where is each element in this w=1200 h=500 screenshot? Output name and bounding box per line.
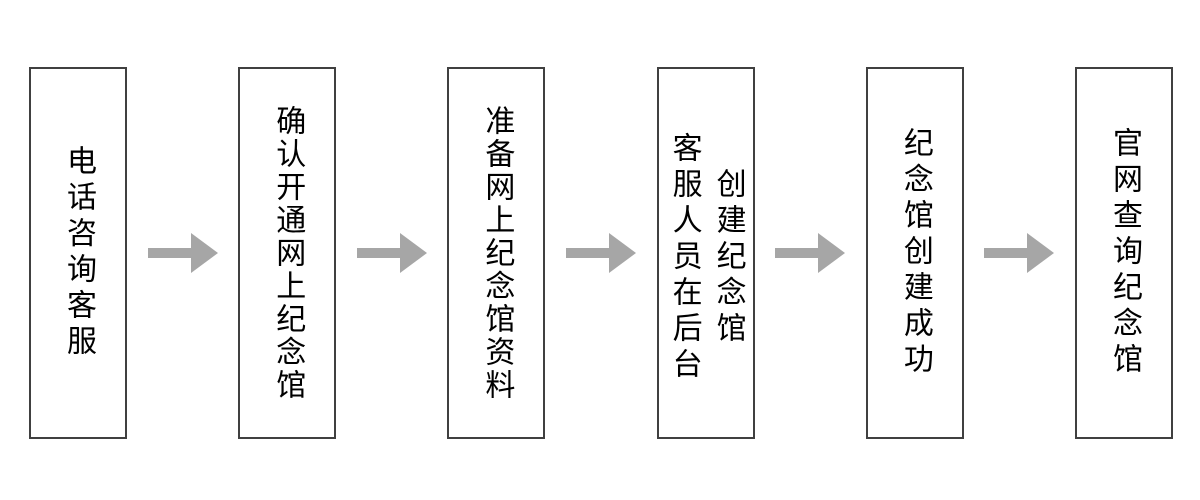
right-arrow-icon — [984, 233, 1055, 273]
right-arrow-icon — [775, 233, 846, 273]
flow-arrow-1 — [127, 67, 238, 439]
right-arrow-icon — [356, 233, 427, 273]
flow-step-2-label: 确认开通网上纪念馆 — [270, 104, 306, 402]
flow-arrow-2 — [336, 67, 447, 439]
flow-step-6-label: 官网查询纪念馆 — [1107, 127, 1143, 379]
flow-step-5: 纪念馆创建成功 — [865, 67, 964, 439]
flow-arrow-3 — [545, 67, 656, 439]
flow-step-4-label-column-1: 客服人员在后台 — [666, 132, 702, 384]
flow-step-2: 确认开通网上纪念馆 — [238, 67, 337, 439]
flow-arrow-5 — [964, 67, 1075, 439]
flow-step-6: 官网查询纪念馆 — [1075, 67, 1174, 439]
flow-step-4: 客服人员在后台 创建纪念馆 — [656, 67, 755, 439]
flow-step-1: 电话咨询客服 — [29, 67, 127, 439]
flow-step-1-label: 电话咨询客服 — [61, 145, 96, 361]
flow-step-4-label-column-2: 创建纪念馆 — [710, 168, 746, 348]
flow-step-3-label: 准备网上纪念馆资料 — [479, 104, 515, 402]
flow-arrow-4 — [755, 67, 866, 439]
right-arrow-icon — [147, 233, 218, 273]
flowchart: 电话咨询客服 确认开通网上纪念馆 准备网上纪念馆资料 客服人员在后台 创建纪念馆 — [29, 67, 1174, 439]
flow-step-3: 准备网上纪念馆资料 — [447, 67, 546, 439]
right-arrow-icon — [566, 233, 636, 273]
flow-step-5-label: 纪念馆创建成功 — [897, 127, 933, 379]
